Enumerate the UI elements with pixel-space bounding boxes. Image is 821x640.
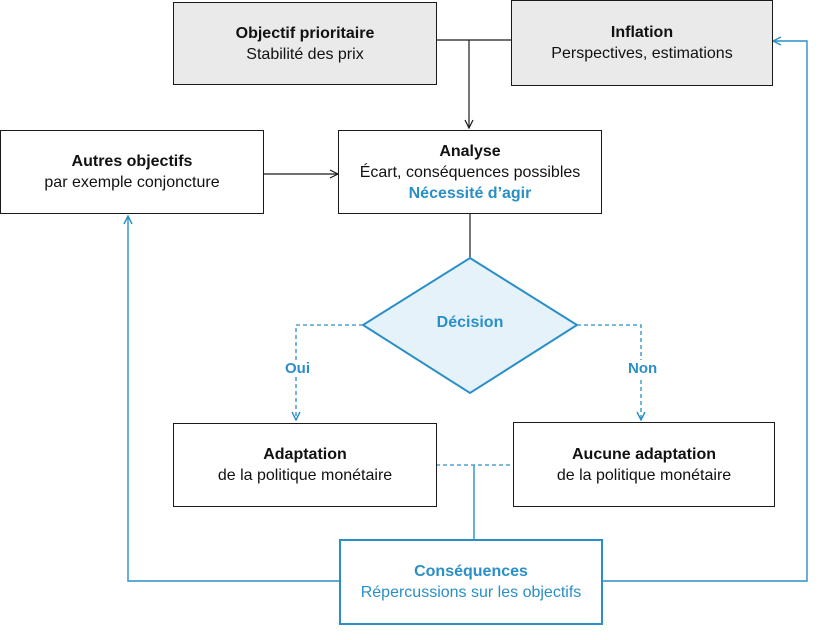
node-autres-objectifs: Autres objectifs par exemple conjoncture — [0, 130, 264, 214]
node-title: Conséquences — [414, 563, 528, 580]
node-accent: Nécessité d’agir — [408, 184, 532, 202]
node-subtitle: Répercussions sur les objectifs — [360, 584, 582, 601]
node-objectif-prioritaire: Objectif prioritaire Stabilité des prix — [173, 2, 437, 85]
node-title: Analyse — [439, 142, 501, 160]
edge-label-oui: Oui — [283, 360, 312, 377]
node-aucune-adaptation: Aucune adaptation de la politique monéta… — [513, 422, 775, 507]
node-title: Adaptation — [263, 446, 347, 463]
node-title: Inflation — [610, 24, 674, 41]
arrow-oui — [296, 324, 363, 420]
node-subtitle: Stabilité des prix — [246, 45, 364, 63]
arrow-non — [577, 324, 641, 420]
node-subtitle: par exemple conjoncture — [44, 174, 220, 191]
node-subtitle: de la politique monétaire — [217, 467, 393, 484]
node-inflation: Inflation Perspectives, estimations — [511, 0, 773, 86]
node-title: Aucune adaptation — [571, 445, 716, 463]
node-adaptation: Adaptation de la politique monétaire — [173, 423, 437, 507]
node-subtitle: Perspectives, estimations — [551, 45, 733, 62]
node-consequences: Conséquences Répercussions sur les objec… — [339, 539, 603, 625]
node-subtitle: Écart, conséquences possibles — [359, 163, 581, 181]
feedback-to-autres — [128, 216, 340, 582]
node-analyse: Analyse Écart, conséquences possibles Né… — [338, 130, 602, 214]
edge-label-non: Non — [626, 360, 660, 377]
node-title: Autres objectifs — [71, 153, 193, 170]
node-subtitle: de la politique monétaire — [556, 466, 732, 484]
node-title: Objectif prioritaire — [235, 24, 375, 42]
decision-label: Décision — [436, 314, 504, 331]
decision-diamond — [361, 256, 579, 395]
feedback-to-inflation — [602, 41, 808, 582]
